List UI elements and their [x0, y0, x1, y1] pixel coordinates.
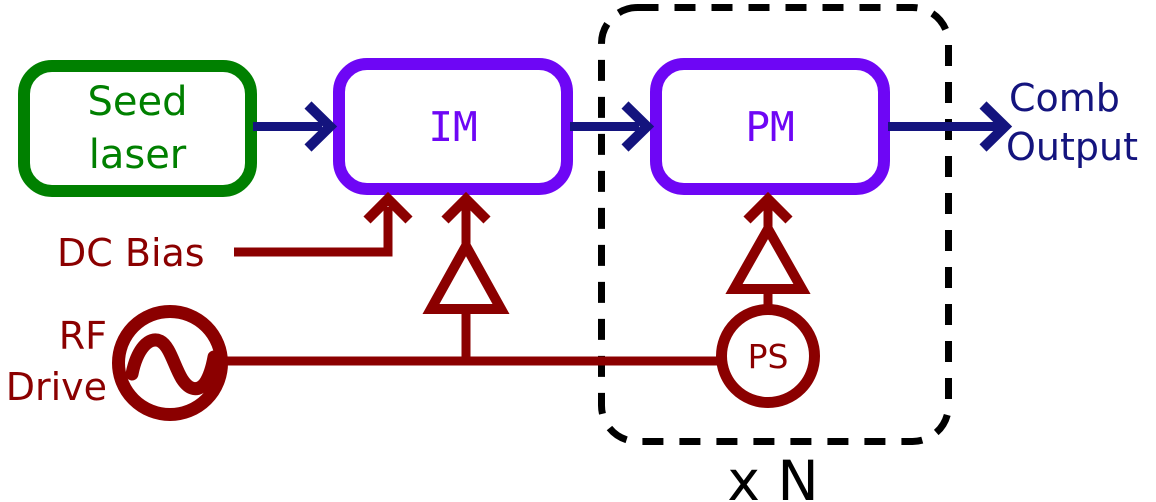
seed-laser-box [18, 60, 257, 197]
chevron-arrowhead-icon [304, 101, 338, 152]
chevron-arrowhead-icon [363, 191, 413, 224]
dc-bias-label: DC Bias [57, 231, 205, 275]
chevron-arrowhead-icon [441, 191, 491, 224]
seed-laser-label-line1: Seed [88, 79, 188, 125]
im-box [333, 58, 573, 195]
amplifier-triangle-icon [422, 235, 510, 314]
amplifier-triangle-icon [725, 218, 811, 294]
intensity-modulator-node: IM [333, 58, 573, 195]
phase-shifter: PS [716, 304, 820, 408]
rf-drive-label-line1: RF [59, 314, 107, 358]
seed-laser-label-line2: laser [89, 132, 187, 178]
chevron-arrowhead-icon [979, 101, 1013, 152]
chevron-arrowhead-icon [743, 191, 793, 224]
multiplier-dashed-box [598, 4, 952, 445]
chevron-arrowhead-icon [621, 101, 655, 152]
seed-laser-node: Seed laser [18, 60, 257, 197]
sine-wave-glyph [125, 333, 221, 396]
comb-output-label-line1: Comb [1009, 76, 1120, 120]
pm-label: PM [745, 103, 794, 151]
comb-output-label-line2: Output [1006, 125, 1138, 169]
im-rf-amplifier-branch [422, 191, 510, 361]
im-label: IM [428, 103, 477, 151]
arrow-im-to-pm [570, 101, 655, 152]
rf-drive-label-line2: Drive [6, 365, 107, 409]
rf-drive-source: RF Drive [6, 305, 228, 421]
arrow-seed-to-im [253, 101, 338, 152]
sine-wave-oscillator-icon [112, 305, 228, 421]
phase-modulator-node: PM [650, 58, 890, 195]
dc-bias-branch: DC Bias [57, 191, 413, 275]
multiplier-label: x N [727, 449, 818, 502]
pm-rf-branch: PS [716, 191, 820, 408]
pm-box [650, 58, 890, 195]
arrow-pm-to-output [888, 101, 1013, 152]
phase-shifter-circle [716, 304, 820, 408]
dc-bias-wire [234, 207, 393, 257]
phase-shifter-label: PS [748, 337, 789, 376]
